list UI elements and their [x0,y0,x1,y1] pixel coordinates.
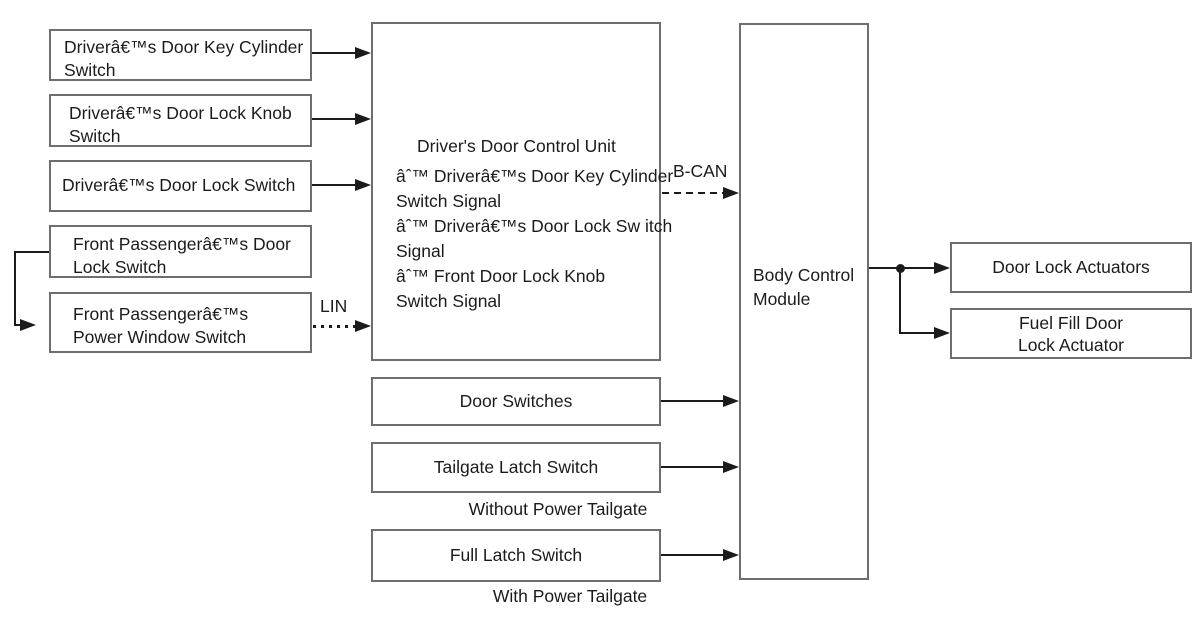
arrowhead-icon [723,187,739,199]
box-label-line: Power Window Switch [73,327,247,347]
box-fuel-fill-door-lock-actuator: Fuel Fill Door Lock Actuator [950,308,1192,359]
arrow-tailgate-latch-to-bcm [661,466,723,468]
arrow-door-switches-to-bcm [661,400,723,402]
caption-with-power-tailgate: With Power Tailgate [492,586,648,606]
control-unit-title: Driver's Door Control Unit [417,136,616,156]
arrowhead-icon [355,320,371,332]
lin-bus-dotted-line [313,325,355,328]
signal-item: âˆ™ Driverâ€™s Door Key Cylinder Switch … [396,164,673,214]
arrowhead-icon [20,319,36,331]
elbow-passenger-lock-vertical-segment [14,251,16,325]
box-label-line: Fuel Fill Door [1018,312,1124,333]
box-label-line: Full Latch Switch [449,545,583,565]
box-label-line: Front Passengerâ€™s Door [73,234,291,254]
signal-line: Switch Signal [396,191,502,211]
arrow-bcm-to-fuel-fill-actuator [899,332,934,334]
signal-line: âˆ™ Driverâ€™s Door Key Cylinder [396,166,674,186]
box-full-latch-switch: Full Latch Switch [371,529,661,582]
box-front-passengers-power-window-switch: Front Passengerâ€™s Power Window Switch [49,292,312,353]
caption-without-power-tailgate: Without Power Tailgate [468,499,648,519]
lin-bus-label: LIN [320,296,348,316]
arrowhead-icon [355,179,371,191]
control-unit-signal-list: âˆ™ Driverâ€™s Door Key Cylinder Switch … [396,164,673,314]
arrow-lock-knob-to-control-unit [312,118,355,120]
box-body-control-module: Body Control Module [739,23,869,580]
box-label-line: Module [753,289,811,309]
box-drivers-door-lock-knob-switch: Driverâ€™s Door Lock Knob Switch [49,94,312,147]
box-label-line: Driverâ€™s Door Lock Switch [62,175,296,195]
box-label-line: Lock Actuator [1017,334,1125,355]
box-label-line: Door Switches [459,391,573,411]
box-tailgate-latch-switch: Tailgate Latch Switch [371,442,661,493]
box-label-line: Switch [69,126,121,146]
arrowhead-icon [355,47,371,59]
arrowhead-icon [355,113,371,125]
box-drivers-door-key-cylinder-switch: Driverâ€™s Door Key Cylinder Switch [49,29,312,81]
bcan-bus-dashed-line [662,192,723,194]
arrowhead-icon [934,327,950,339]
box-door-lock-actuators: Door Lock Actuators [950,242,1192,293]
box-drivers-door-lock-switch: Driverâ€™s Door Lock Switch [49,160,312,212]
arrow-full-latch-to-bcm [661,554,723,556]
signal-line: âˆ™ Front Door Lock Knob [396,266,606,286]
arrowhead-icon [723,461,739,473]
signal-item: âˆ™ Driverâ€™s Door Lock Sw itch Signal [396,214,673,264]
signal-line: Signal [396,241,445,261]
bcan-bus-label: B-CAN [673,161,728,181]
elbow-passenger-lock-bottom-segment [14,324,22,326]
signal-item: âˆ™ Front Door Lock Knob Switch Signal [396,264,673,314]
box-front-passengers-door-lock-switch: Front Passengerâ€™s Door Lock Switch [49,225,312,278]
arrowhead-icon [723,549,739,561]
bcm-output-branch-vertical [899,268,901,333]
signal-line: âˆ™ Driverâ€™s Door Lock Sw itch [396,216,673,236]
box-door-switches: Door Switches [371,377,661,426]
arrow-key-cylinder-to-control-unit [312,52,355,54]
box-drivers-door-control-unit: Driver's Door Control Unit âˆ™ Driverâ€™… [371,22,673,361]
box-label-line: Front Passengerâ€™s [73,304,249,324]
box-label-line: Driverâ€™s Door Key Cylinder [64,37,304,57]
box-label-line: Driverâ€™s Door Lock Knob [69,103,292,123]
signal-line: Switch Signal [396,291,502,311]
box-label-line: Lock Switch [73,257,167,277]
box-label-line: Switch [64,60,116,80]
box-label-line: Body Control [753,265,855,285]
arrowhead-icon [723,395,739,407]
box-label-line: Tailgate Latch Switch [433,457,599,477]
arrowhead-icon [934,262,950,274]
box-label-line: Door Lock Actuators [992,257,1150,277]
arrow-door-lock-switch-to-control-unit [312,184,355,186]
elbow-passenger-lock-top-segment [14,251,49,253]
